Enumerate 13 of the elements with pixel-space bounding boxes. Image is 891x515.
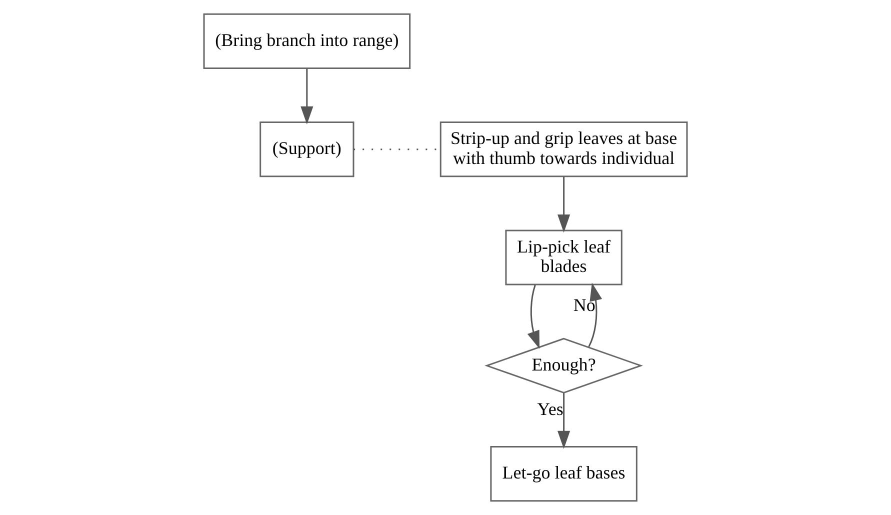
node-box: (Bring branch into range) [203,13,411,69]
arrow [588,282,602,348]
node-box: Strip-up and grip leaves at base with thumb towards individual [440,122,688,178]
arrow [557,393,570,449]
node-box: Let-go leaf bases [490,446,638,502]
edge-label: Yes [537,398,564,419]
arrow [300,68,314,124]
node-box: (Support) [260,122,354,178]
edge-label: No [573,295,596,316]
node-diamond: Enough? [484,338,644,394]
arrow [557,176,570,233]
node-box: Lip-pick leaf blades [505,230,622,286]
arrow [527,284,540,349]
